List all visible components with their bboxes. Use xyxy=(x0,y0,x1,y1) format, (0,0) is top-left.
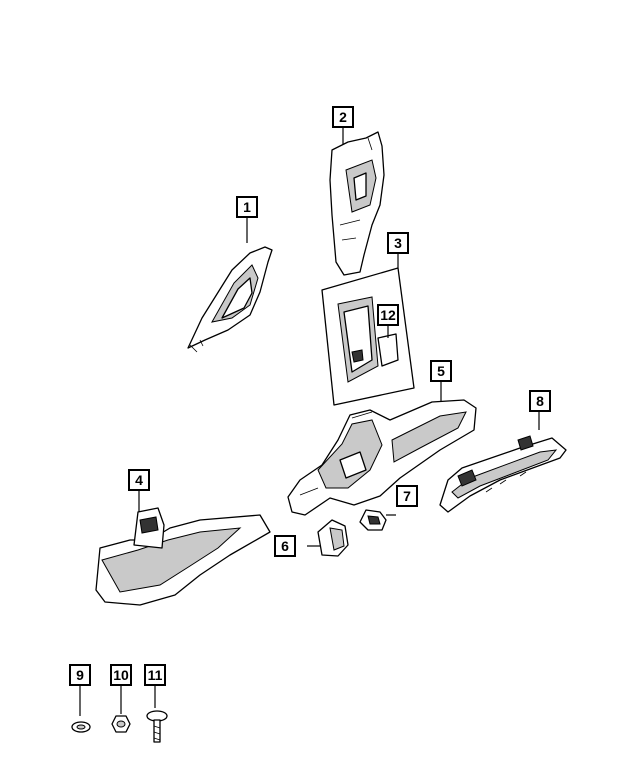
part-11-screw xyxy=(146,686,168,743)
callout-1: 1 xyxy=(236,196,258,218)
part-7-clip xyxy=(359,509,396,531)
callout-12: 12 xyxy=(377,304,399,326)
part-10-nut xyxy=(111,686,131,733)
callout-7: 7 xyxy=(396,485,418,507)
callout-8: 8 xyxy=(529,390,551,412)
callout-4: 4 xyxy=(128,469,150,491)
callout-6: 6 xyxy=(274,535,296,557)
callout-9: 9 xyxy=(69,664,91,686)
part-3-b-pillar-lower-trim xyxy=(321,254,415,406)
callout-11: 11 xyxy=(144,664,166,686)
callout-5: 5 xyxy=(430,360,452,382)
part-6-cover xyxy=(307,519,349,557)
part-8-scuff-rail xyxy=(439,412,567,513)
part-9-push-nut xyxy=(71,686,91,733)
callout-2: 2 xyxy=(332,106,354,128)
part-1-a-pillar-trim xyxy=(187,218,273,353)
callout-3: 3 xyxy=(387,232,409,254)
callout-10: 10 xyxy=(110,664,132,686)
part-5-sill-trim xyxy=(287,382,477,516)
part-4-rear-quarter-trim xyxy=(95,491,271,606)
part-2-b-pillar-upper-trim xyxy=(329,128,385,276)
